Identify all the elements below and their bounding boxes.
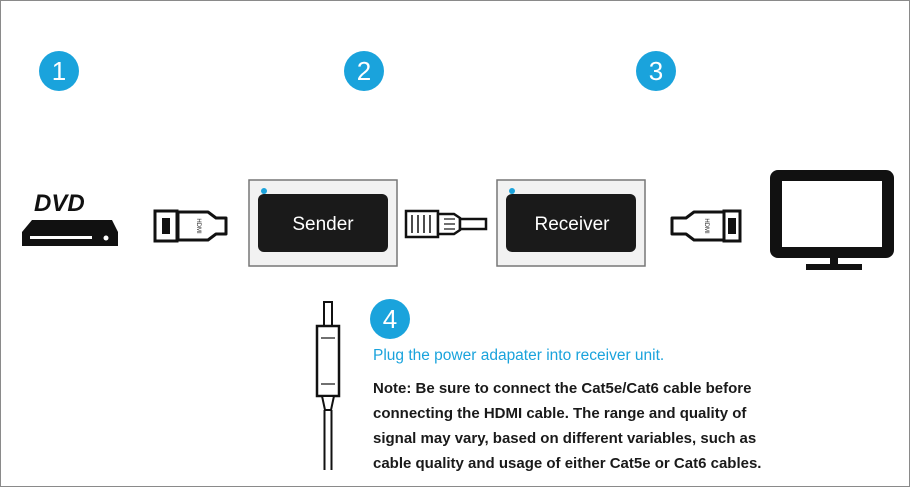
step-1-badge: 1 bbox=[39, 51, 79, 91]
monitor-icon bbox=[770, 170, 894, 270]
hdmi-plug-icon: HDMI bbox=[155, 211, 226, 241]
step-3-badge: 3 bbox=[636, 51, 676, 91]
note-line-3: signal may vary, based on different vari… bbox=[373, 426, 823, 451]
plug-instruction: Plug the power adapater into receiver un… bbox=[373, 347, 664, 365]
step-2-badge: 2 bbox=[344, 51, 384, 91]
sender-label: Sender bbox=[292, 214, 354, 235]
step-4-badge: 4 bbox=[370, 299, 410, 339]
note-paragraph: Note: Be sure to connect the Cat5e/Cat6 … bbox=[373, 376, 823, 476]
hdmi-plug-icon-right: HDMI bbox=[672, 211, 740, 241]
hdmi-label-right: HDMI bbox=[703, 218, 709, 234]
receiver-label: Receiver bbox=[535, 214, 611, 235]
dvd-player-icon: DVD bbox=[22, 190, 118, 246]
receiver-led-icon bbox=[509, 188, 515, 194]
sender-unit: Sender bbox=[249, 180, 397, 266]
note-line-1: Note: Be sure to connect the Cat5e/Cat6 … bbox=[373, 376, 823, 401]
power-cable-icon bbox=[317, 302, 339, 470]
dvd-logo: DVD bbox=[34, 190, 85, 217]
note-line-4: cable quality and usage of either Cat5e … bbox=[373, 451, 823, 476]
hdmi-label-left: HDMI bbox=[195, 218, 201, 234]
step-3-number: 3 bbox=[649, 56, 663, 86]
note-line-2: connecting the HDMI cable. The range and… bbox=[373, 401, 823, 426]
step-4-number: 4 bbox=[383, 304, 397, 334]
ethernet-plug-icon bbox=[406, 211, 486, 237]
step-1-number: 1 bbox=[52, 56, 66, 86]
sender-led-icon bbox=[261, 188, 267, 194]
step-2-number: 2 bbox=[357, 56, 371, 86]
receiver-unit: Receiver bbox=[497, 180, 645, 266]
